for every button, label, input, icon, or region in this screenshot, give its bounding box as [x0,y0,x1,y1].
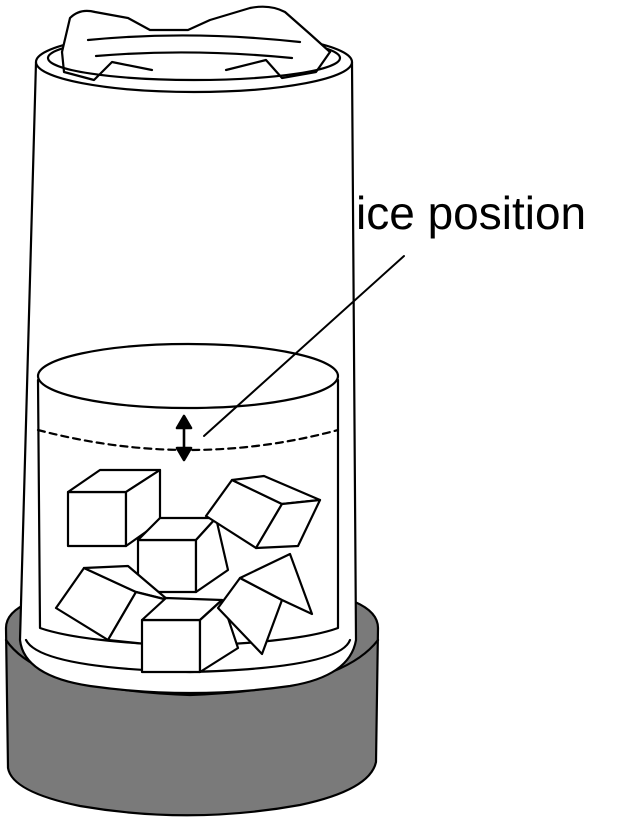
ice-cube [140,596,240,674]
ice-position-arrow [175,414,193,462]
ice-cube [54,564,170,646]
ice-level-dashed-line [36,428,340,452]
cup-lid [34,5,354,94]
ice-position-label: ice position [356,187,587,239]
ice-cubes [54,468,322,674]
label-leader-line [203,255,405,437]
ice-cube [136,516,230,594]
ice-cube [204,474,322,550]
ice-cube [216,552,314,656]
ice-cube [66,468,162,548]
